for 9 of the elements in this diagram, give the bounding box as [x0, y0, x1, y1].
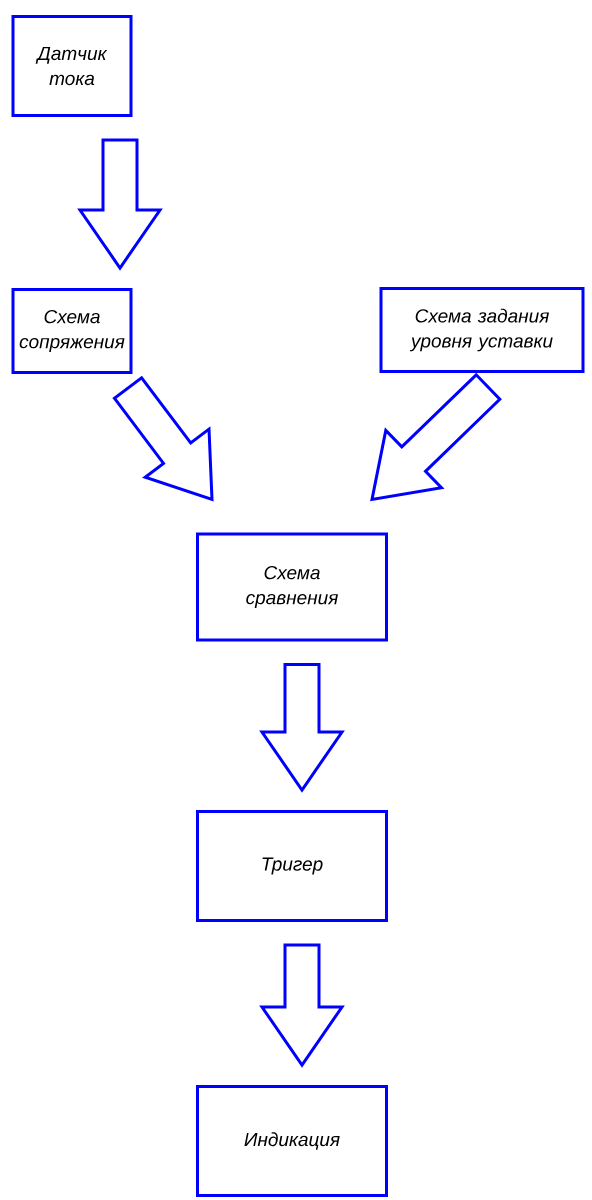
process-box: Схема сопряжения: [11, 288, 133, 374]
process-box: Индикация: [196, 1085, 388, 1197]
process-box: Схема задания уровня уставки: [379, 287, 585, 373]
block-arrow: [259, 663, 345, 793]
process-box: Датчик тока: [11, 15, 133, 117]
process-box: Схема сравнения: [196, 532, 388, 642]
block-arrow: [259, 943, 345, 1068]
process-box: Тригер: [196, 810, 388, 922]
block-arrow: [77, 138, 163, 271]
